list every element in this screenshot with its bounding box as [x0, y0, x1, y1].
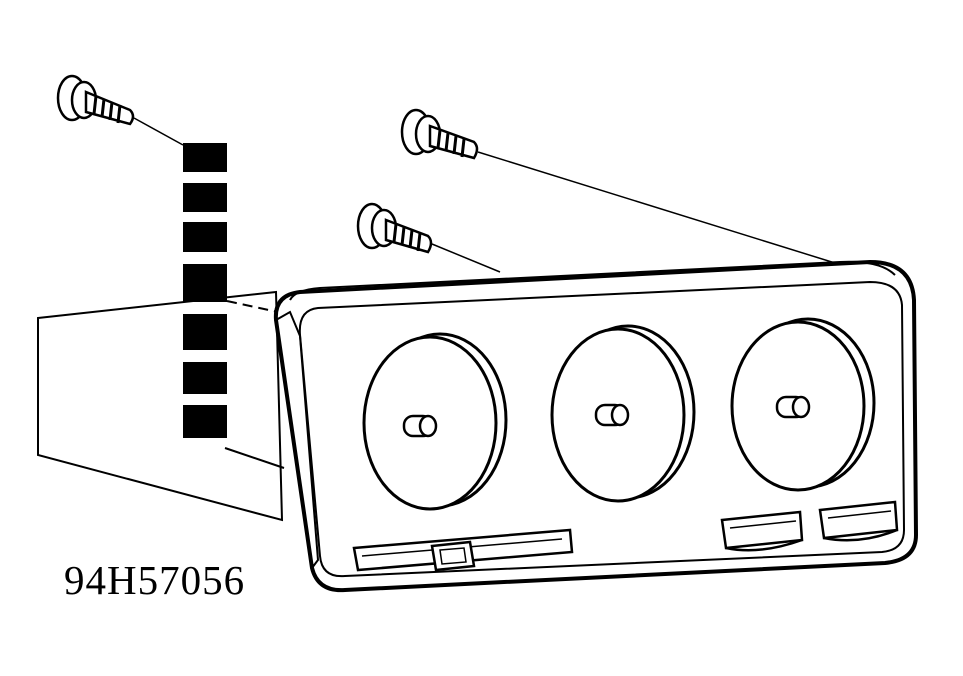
knob-shaft-right — [775, 395, 811, 419]
figure-id-label: 94H57056 — [64, 557, 246, 603]
screw-top-right — [400, 108, 479, 160]
rear-housing — [37, 290, 284, 522]
knob-shaft-middle — [594, 403, 630, 427]
knob-right — [730, 317, 876, 492]
leader-lines — [133, 117, 836, 273]
push-button-right — [818, 500, 899, 542]
dashed-edge-band — [183, 143, 227, 438]
push-button-left — [720, 510, 804, 552]
slider-lever — [430, 540, 476, 572]
screw-top-left — [56, 74, 135, 126]
knob-shaft-left — [402, 414, 438, 438]
knob-middle — [550, 324, 696, 503]
screw-middle — [356, 202, 433, 254]
housing-bottom-edge — [224, 447, 285, 469]
knob-left — [362, 332, 508, 511]
hidden-edge-line — [226, 300, 279, 313]
